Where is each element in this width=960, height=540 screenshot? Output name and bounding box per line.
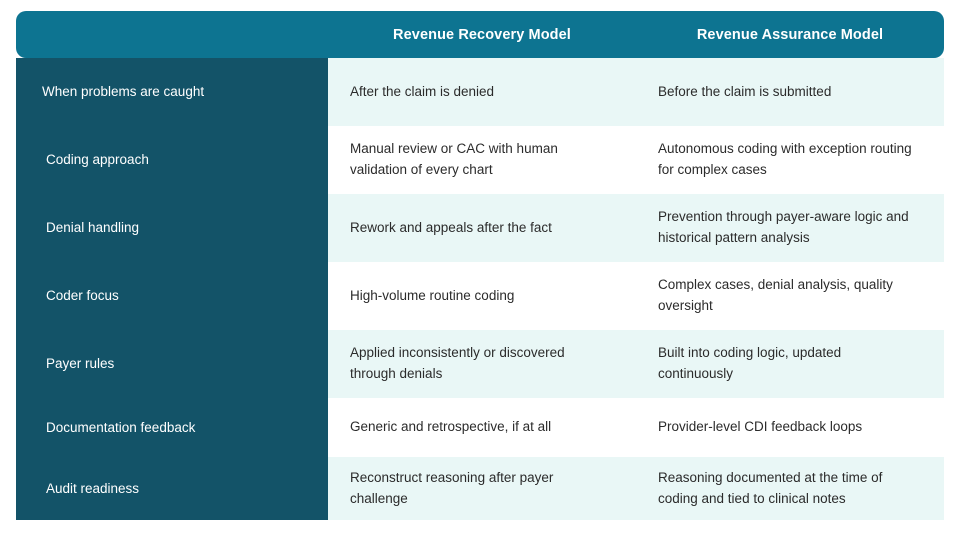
row-value-recovery-text: Generic and retrospective, if at all [350,419,552,435]
row-value-recovery: Manual review or CAC with human validati… [328,126,636,194]
row-value-assurance-text: Complex cases, denial analysis, quality … [658,277,893,313]
row-value-assurance: Before the claim is submitted [636,58,944,126]
table-row: Denial handling Rework and appeals after… [16,194,944,262]
row-label: Audit readiness [46,480,140,496]
row-value-recovery: High-volume routine coding [328,262,636,330]
row-value-recovery: Rework and appeals after the fact [328,194,636,262]
table-row: Documentation feedback Generic and retro… [16,398,944,457]
row-value-assurance-text: Built into coding logic, updated continu… [658,345,842,381]
label-column-background [16,58,328,520]
row-value-assurance: Reasoning documented at the time of codi… [636,457,944,520]
table-row: Coder focus High-volume routine coding C… [16,262,944,330]
table-header-label-spacer [16,11,328,58]
row-value-assurance-text: Reasoning documented at the time of codi… [658,469,883,506]
table-header-row: Revenue Recovery Model Revenue Assurance… [16,11,944,58]
table-row: Payer rules Applied inconsistently or di… [16,330,944,398]
row-label: Denial handling [46,220,140,236]
comparison-table: Revenue Recovery Model Revenue Assurance… [16,11,944,520]
row-label: Payer rules [46,356,115,372]
table-header-assurance-model: Revenue Assurance Model [696,26,884,43]
row-value-recovery-text: Applied inconsistently or discovered thr… [350,345,565,381]
row-value-assurance-text: Before the claim is submitted [658,83,832,99]
row-value-recovery: Applied inconsistently or discovered thr… [328,330,636,398]
row-value-recovery-text: Manual review or CAC with human validati… [350,141,558,177]
table-row: Coding approach Manual review or CAC wit… [16,126,944,194]
row-value-recovery-text: Rework and appeals after the fact [350,219,552,235]
row-value-recovery-text: After the claim is denied [350,83,495,99]
table-header-recovery-model: Revenue Recovery Model [393,26,571,43]
table-row: When problems are caught After the claim… [16,58,944,126]
row-value-assurance: Complex cases, denial analysis, quality … [636,262,944,330]
row-value-recovery-text: Reconstruct reasoning after payer challe… [350,469,554,506]
row-label: Documentation feedback [46,419,196,435]
table-body: When problems are caught After the claim… [16,58,944,520]
row-value-recovery: Generic and retrospective, if at all [328,398,636,457]
row-value-assurance: Autonomous coding with exception routing… [636,126,944,194]
row-value-assurance: Built into coding logic, updated continu… [636,330,944,398]
row-value-assurance-text: Autonomous coding with exception routing… [658,141,912,177]
row-value-recovery-text: High-volume routine coding [350,287,515,303]
row-value-assurance: Prevention through payer-aware logic and… [636,194,944,262]
table-row: Audit readiness Reconstruct reasoning af… [16,457,944,520]
row-value-recovery: After the claim is denied [328,58,636,126]
row-label: When problems are caught [42,84,205,100]
row-label: Coder focus [46,288,119,304]
row-value-assurance: Provider-level CDI feedback loops [636,398,944,457]
row-label: Coding approach [46,152,149,168]
row-value-assurance-text: Prevention through payer-aware logic and… [658,209,909,245]
row-value-recovery: Reconstruct reasoning after payer challe… [328,457,636,520]
row-value-assurance-text: Provider-level CDI feedback loops [658,419,863,435]
